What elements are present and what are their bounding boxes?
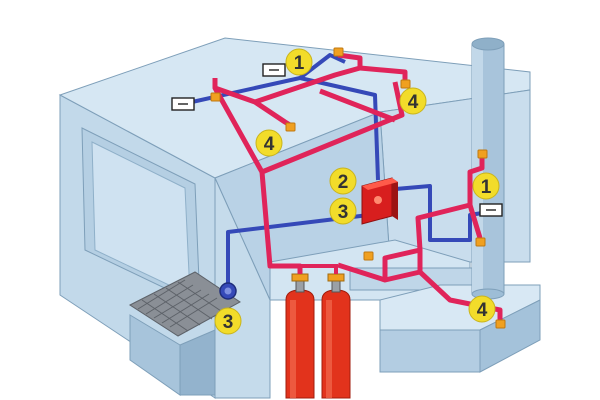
detection-line-panel <box>298 53 346 80</box>
pipe-center-feed <box>319 88 396 123</box>
callout-3-panel: 3 <box>329 197 357 225</box>
floor-grate-icon <box>128 271 241 337</box>
gas-cylinders <box>285 264 351 399</box>
cylinder-manifold <box>298 264 338 274</box>
callout-label: 4 <box>477 300 488 321</box>
gas-cylinder-icon <box>285 273 315 399</box>
callout-2-panel: 2 <box>329 167 357 195</box>
ceiling-detector-icon <box>479 203 503 217</box>
room-pedestal-front <box>379 329 481 373</box>
callout-4-right: 4 <box>399 87 427 115</box>
callout-label: 2 <box>338 172 349 193</box>
grate-pit-box-side <box>179 329 216 396</box>
room-pedestal-side <box>479 299 541 373</box>
gas-cylinder-icon <box>321 273 351 399</box>
detection-line-left <box>226 212 378 290</box>
callout-label: 1 <box>481 177 492 198</box>
callout-label: 4 <box>408 92 419 113</box>
discharge-nozzle-icon <box>333 47 344 57</box>
callout-4-left: 4 <box>255 129 283 157</box>
discharge-nozzle-icon <box>495 319 506 329</box>
control-panel-icon <box>361 177 398 225</box>
pipe-stack-lower <box>467 204 483 239</box>
callout-label: 1 <box>294 53 305 74</box>
callout-label: 4 <box>264 134 275 155</box>
ceiling-detector-icon <box>262 63 286 77</box>
pipe-ceiling-cross <box>254 65 361 105</box>
pipe-stack-riser <box>415 155 485 251</box>
discharge-nozzle-icon <box>477 149 488 159</box>
callout-label: 3 <box>223 312 234 333</box>
callout-1-stack: 1 <box>472 172 500 200</box>
discharge-nozzle-icon <box>475 237 486 247</box>
discharge-nozzle-icon <box>210 92 221 102</box>
manual-call-point-icon <box>219 282 237 300</box>
detection-line-ceiling <box>182 76 380 181</box>
callout-4-floor: 4 <box>468 295 496 323</box>
pipe-floor-run <box>337 262 503 322</box>
callout-3-detector: 3 <box>214 307 242 335</box>
discharge-nozzle-icon <box>285 122 296 132</box>
ceiling-detector-icon <box>171 97 195 111</box>
pipe-interior-branch <box>382 247 423 280</box>
discharge-nozzles <box>210 47 506 329</box>
callout-1-ceiling: 1 <box>285 48 313 76</box>
callout-label: 3 <box>338 202 349 223</box>
discharge-nozzle-icon <box>400 79 411 89</box>
discharge-nozzle-icon <box>363 251 374 261</box>
